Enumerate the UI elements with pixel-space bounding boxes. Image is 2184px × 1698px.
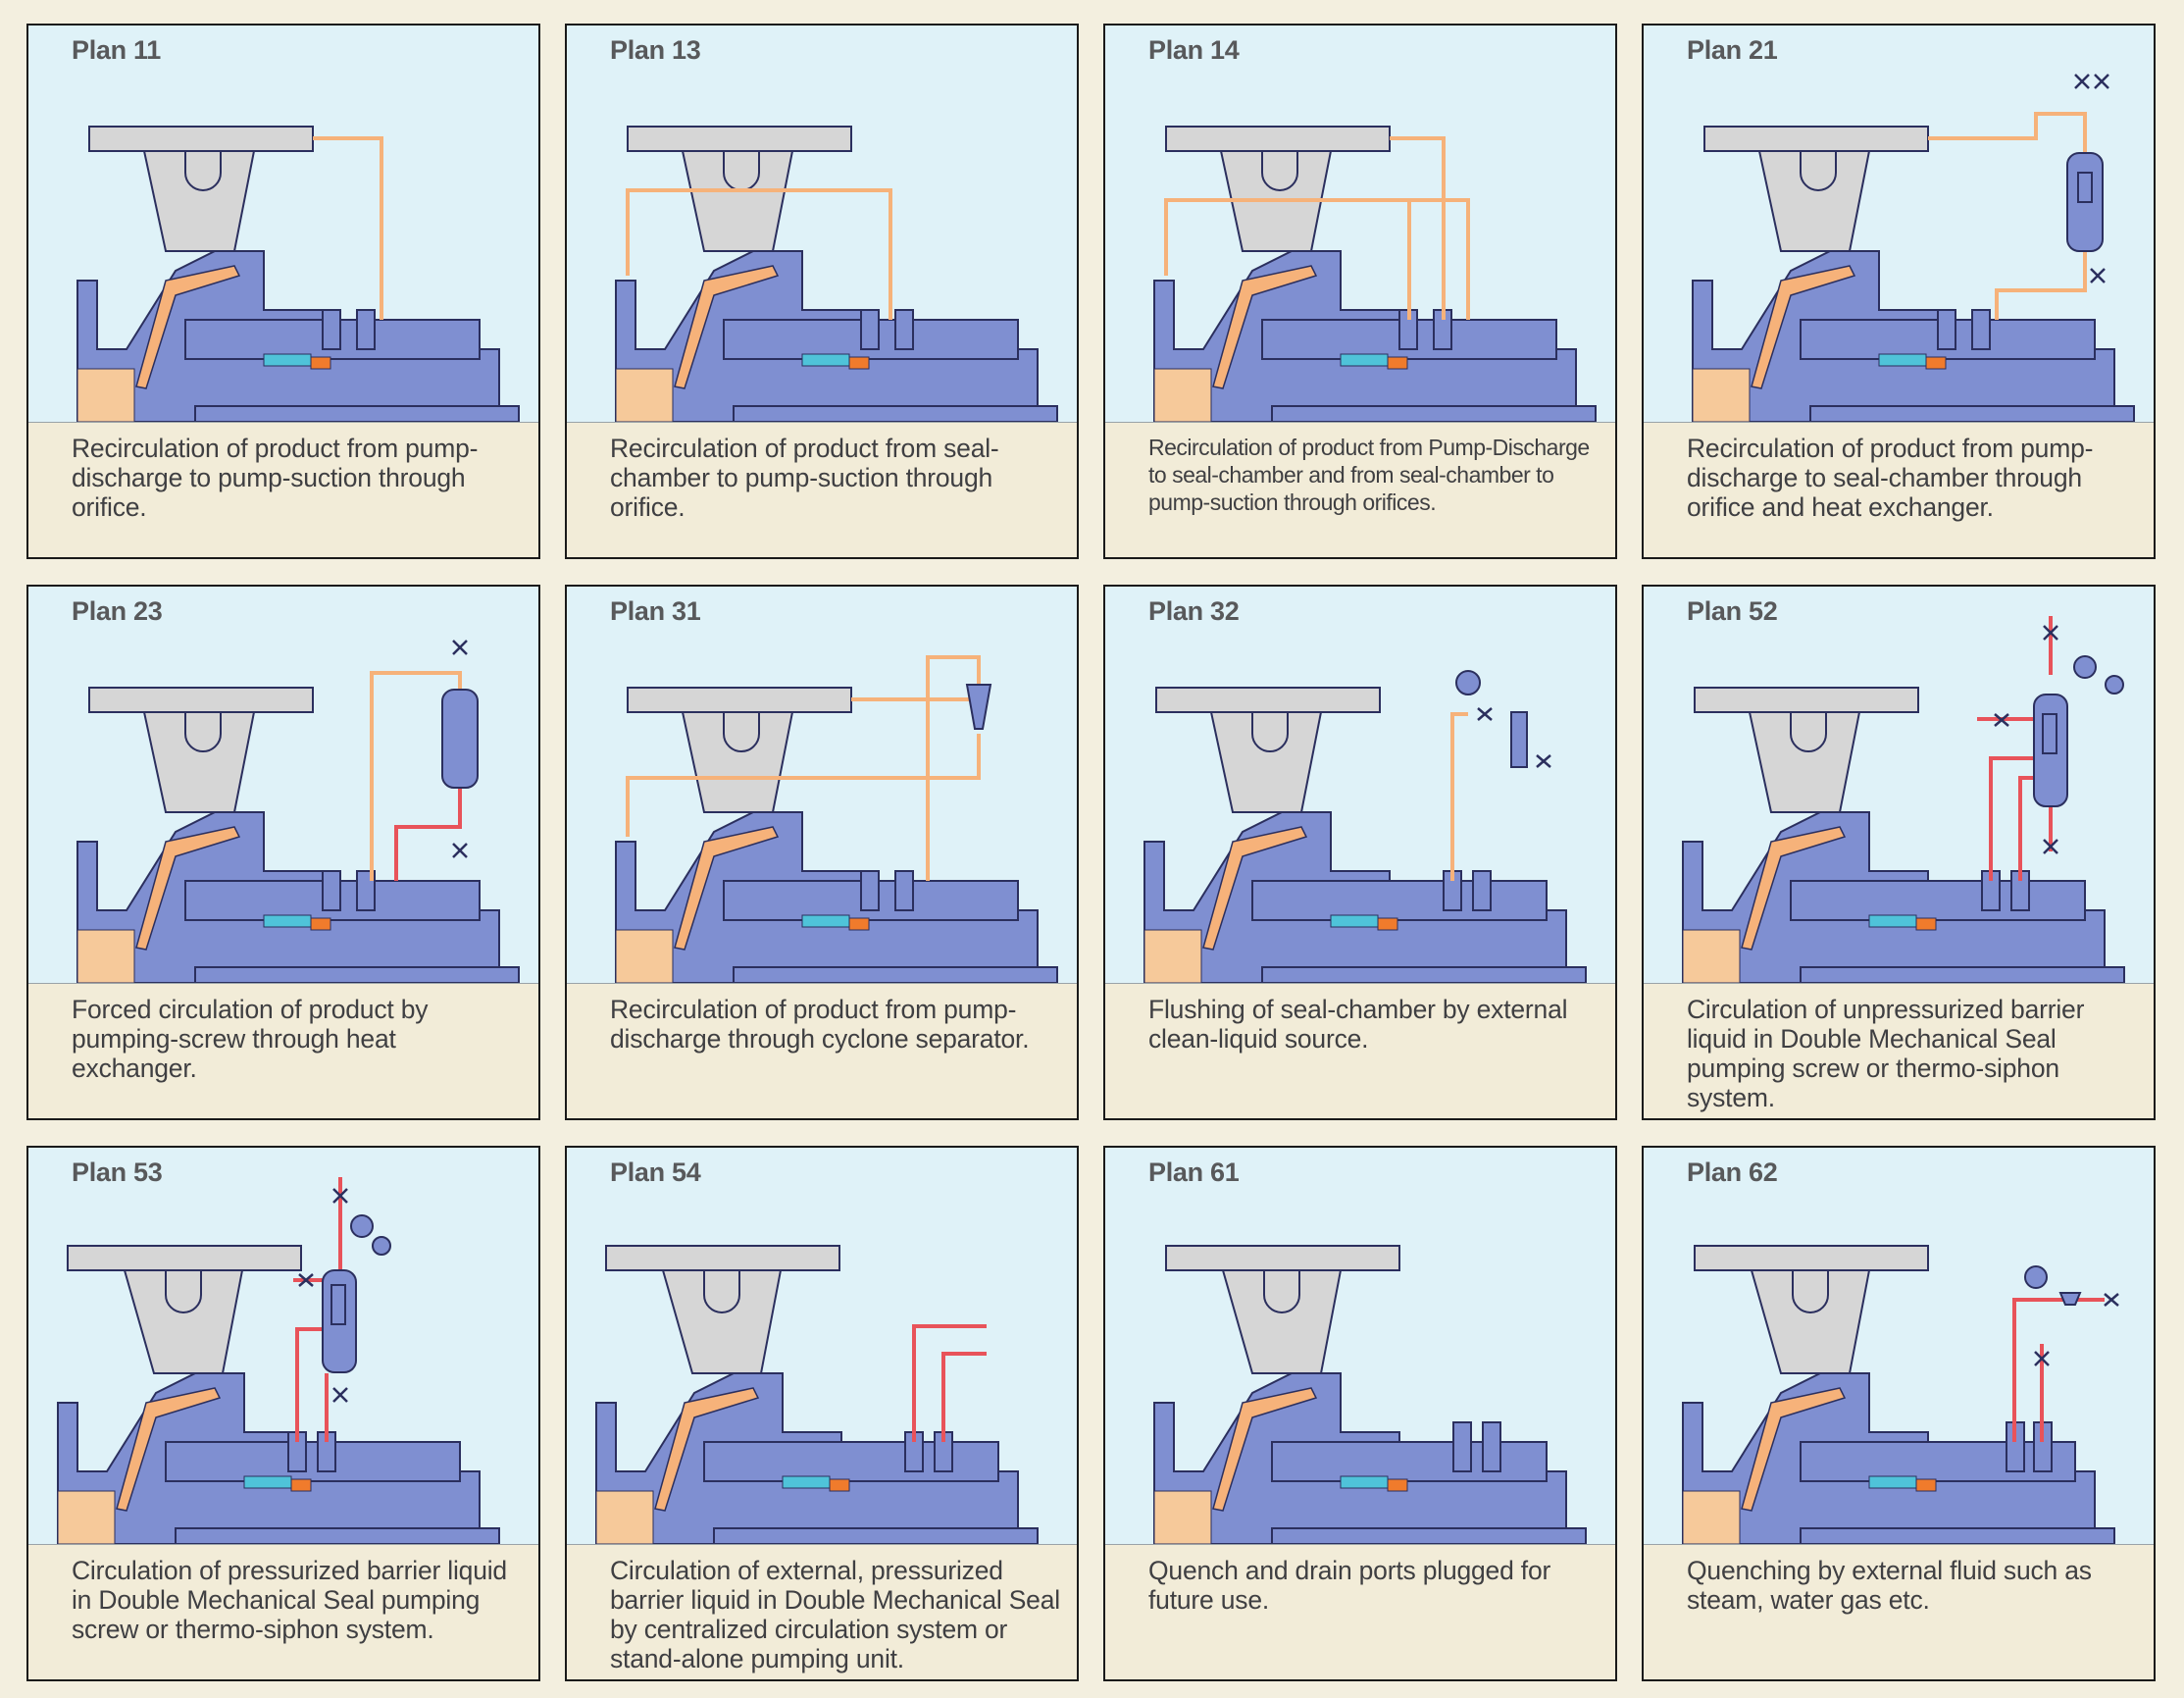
plan-title: Plan 52 bbox=[1687, 596, 1778, 626]
plan-panel: Plan 52 Circulation of unpressurized bar… bbox=[1642, 585, 2156, 1120]
plan-illustration bbox=[567, 26, 1077, 423]
pressure-gauge-icon bbox=[350, 1214, 391, 1256]
plan-title: Plan 21 bbox=[1687, 35, 1778, 65]
plan-caption: Recirculation of product from pump-disch… bbox=[610, 995, 1030, 1054]
pump-cross-section bbox=[615, 126, 1058, 422]
product-flow-line bbox=[370, 671, 462, 881]
plan-caption: Circulation of external, pressurized bar… bbox=[610, 1556, 1060, 1673]
barrier-flow-line bbox=[394, 788, 462, 881]
api-seal-plans-grid: Plan 11 Recirculation of product from pu… bbox=[26, 24, 2157, 1681]
plan-title: Plan 14 bbox=[1148, 35, 1240, 65]
product-flow-line bbox=[1164, 136, 1470, 320]
heat-exchanger-icon bbox=[441, 689, 479, 789]
valve-icon bbox=[2034, 1293, 2119, 1366]
plan-caption: Recirculation of product from seal-chamb… bbox=[610, 434, 999, 522]
plan-title: Plan 53 bbox=[72, 1158, 163, 1187]
cyclone-separator-icon bbox=[965, 684, 992, 730]
pressure-gauge-icon bbox=[1455, 670, 1481, 695]
plan-title: Plan 11 bbox=[72, 35, 161, 65]
pump-cross-section bbox=[615, 687, 1058, 983]
barrier-flow-line bbox=[293, 1177, 342, 1442]
pump-cross-section bbox=[1153, 126, 1597, 422]
product-flow-line bbox=[626, 655, 981, 881]
product-flow-line bbox=[313, 136, 383, 320]
pump-cross-section bbox=[57, 1245, 500, 1544]
plan-panel: Plan 23 Forced circulation of product by… bbox=[26, 585, 540, 1120]
plan-illustration bbox=[28, 1148, 538, 1545]
plan-panel: Plan 14 Recirculation of product from Pu… bbox=[1103, 24, 1617, 559]
plan-illustration bbox=[1644, 587, 2154, 984]
plan-title: Plan 61 bbox=[1148, 1158, 1240, 1187]
reservoir-icon bbox=[322, 1269, 357, 1373]
product-flow-line bbox=[1928, 112, 2087, 320]
plan-panel: Plan 62 Quenching by external fluid such… bbox=[1642, 1146, 2156, 1681]
plan-title: Plan 13 bbox=[610, 35, 701, 65]
plan-panel: Plan 31 Recirculation of product from pu… bbox=[565, 585, 1079, 1120]
barrier-flow-line bbox=[2012, 1298, 2105, 1442]
plan-illustration bbox=[1644, 26, 2154, 423]
plan-caption: Recirculation of product from Pump-Disch… bbox=[1148, 435, 1590, 515]
plan-caption: Recirculation of product from pump-disch… bbox=[1687, 434, 2094, 522]
product-flow-line bbox=[626, 188, 892, 320]
plan-caption: Quenching by external fluid such as stea… bbox=[1687, 1556, 2092, 1615]
pump-cross-section bbox=[1143, 687, 1587, 983]
plan-panel: Plan 13 Recirculation of product from se… bbox=[565, 24, 1079, 559]
valve-icon bbox=[1994, 625, 2058, 854]
plan-caption: Circulation of unpressurized barrier liq… bbox=[1687, 995, 2085, 1112]
plan-illustration bbox=[28, 587, 538, 984]
valve-icon bbox=[298, 1188, 348, 1403]
heat-exchanger-icon bbox=[2066, 152, 2104, 252]
pump-cross-section bbox=[76, 687, 520, 983]
plan-illustration bbox=[1105, 1148, 1615, 1545]
barrier-flow-line bbox=[1977, 616, 2053, 881]
pump-cross-section bbox=[1692, 126, 2135, 422]
reservoir-icon bbox=[1510, 711, 1528, 768]
plan-title: Plan 23 bbox=[72, 596, 163, 626]
plan-illustration bbox=[567, 1148, 1077, 1545]
plan-caption: Recirculation of product from pump-disch… bbox=[72, 434, 479, 522]
product-flow-line bbox=[1450, 712, 1468, 881]
pressure-gauge-icon bbox=[2073, 655, 2124, 695]
plan-illustration bbox=[1105, 26, 1615, 423]
plan-panel: Plan 54 Circulation of external, pressur… bbox=[565, 1146, 1079, 1681]
plan-caption: Forced circulation of product by pumping… bbox=[72, 995, 429, 1083]
valve-icon bbox=[1477, 707, 1551, 768]
plan-illustration bbox=[567, 587, 1077, 984]
plan-title: Plan 62 bbox=[1687, 1158, 1778, 1187]
plan-panel: Plan 53 Circulation of pressurized barri… bbox=[26, 1146, 540, 1681]
plan-title: Plan 54 bbox=[610, 1158, 701, 1187]
pump-cross-section bbox=[76, 126, 520, 422]
pump-cross-section bbox=[595, 1245, 1039, 1544]
plan-caption: Flushing of seal-chamber by external cle… bbox=[1148, 995, 1568, 1054]
plan-panel: Plan 32 Flushing of seal-chamber by exte… bbox=[1103, 585, 1617, 1120]
plan-illustration bbox=[1105, 587, 1615, 984]
pump-cross-section bbox=[1153, 1245, 1587, 1544]
valve-icon bbox=[452, 640, 468, 858]
barrier-flow-line bbox=[912, 1324, 987, 1442]
plan-panel: Plan 61 Quench and drain ports plugged f… bbox=[1103, 1146, 1617, 1681]
pump-cross-section bbox=[1682, 687, 2125, 983]
pump-cross-section bbox=[1682, 1245, 2115, 1544]
plan-title: Plan 32 bbox=[1148, 596, 1240, 626]
plan-panel: Plan 21 Recirculation of product from pu… bbox=[1642, 24, 2156, 559]
plan-title: Plan 31 bbox=[610, 596, 701, 626]
plan-illustration bbox=[1644, 1148, 2154, 1545]
reservoir-icon bbox=[2033, 694, 2068, 807]
valve-icon bbox=[2074, 74, 2109, 283]
plan-illustration bbox=[28, 26, 538, 423]
pressure-gauge-icon bbox=[2024, 1265, 2082, 1306]
plan-caption: Quench and drain ports plugged for futur… bbox=[1148, 1556, 1551, 1615]
plan-caption: Circulation of pressurized barrier liqui… bbox=[72, 1556, 507, 1644]
plan-panel: Plan 11 Recirculation of product from pu… bbox=[26, 24, 540, 559]
